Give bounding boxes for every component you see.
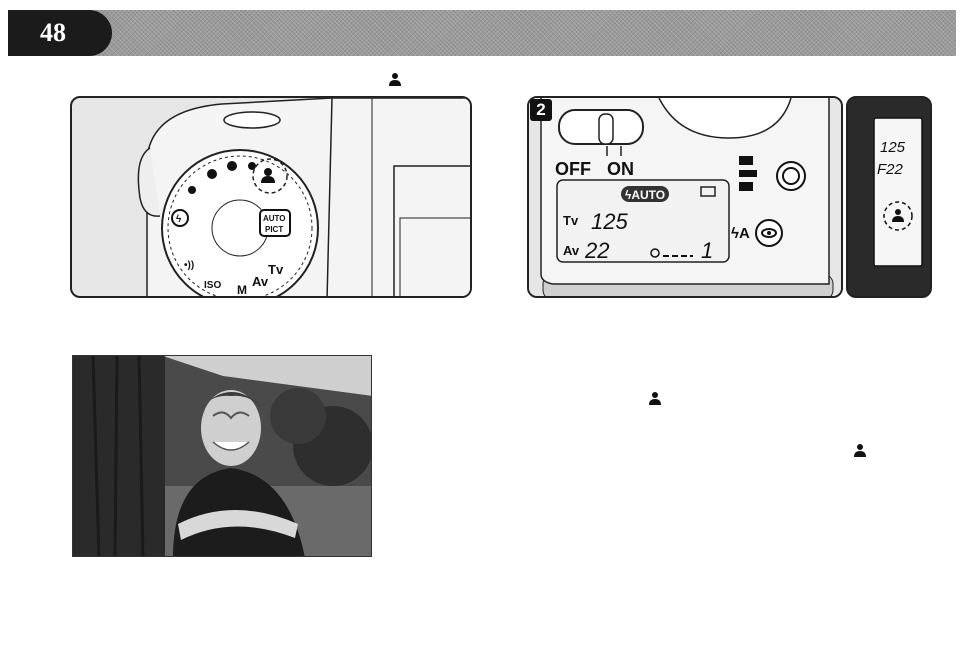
- svg-text:•)): •)): [184, 260, 194, 271]
- auto-pict-label: AUTO: [263, 214, 286, 223]
- m-label: M: [237, 283, 247, 297]
- viewfinder-shutter-value: 125: [880, 139, 906, 156]
- iso-label: ISO: [204, 280, 221, 291]
- portrait-mode-icon: [388, 72, 402, 86]
- page-number: 48: [8, 10, 112, 56]
- mode-dial-illustration: ϟ AUTO PICT Tv Av M ISO •)): [70, 96, 472, 298]
- av-label: Av: [252, 274, 269, 289]
- flash-mode-label: ϟA: [731, 225, 750, 242]
- step-number-badge: 2: [530, 99, 552, 121]
- portrait-sample-photo: [72, 355, 372, 557]
- power-on-label: ON: [607, 159, 634, 179]
- portrait-mode-icon: [853, 443, 867, 457]
- portrait-mode-icon: [648, 391, 662, 405]
- av-indicator: Av: [563, 243, 580, 258]
- tv-indicator: Tv: [563, 213, 579, 228]
- tv-label: Tv: [268, 262, 284, 277]
- power-off-label: OFF: [555, 159, 591, 179]
- shutter-speed-display: 125: [591, 209, 628, 234]
- aperture-display: 22: [584, 238, 609, 263]
- viewfinder-display-illustration: 125 F22: [846, 96, 932, 298]
- header-bar: [8, 10, 956, 56]
- svg-text:ϟ: ϟ: [176, 214, 182, 225]
- frame-counter: 1: [701, 238, 713, 263]
- flash-auto-label: ϟAUTO: [625, 188, 665, 202]
- control-panel-illustration: OFF ON ϟAUTO Tv 125 Av 22 1 ϟA: [527, 96, 843, 298]
- viewfinder-aperture-value: F22: [877, 161, 904, 178]
- auto-pict-label-2: PICT: [265, 225, 283, 234]
